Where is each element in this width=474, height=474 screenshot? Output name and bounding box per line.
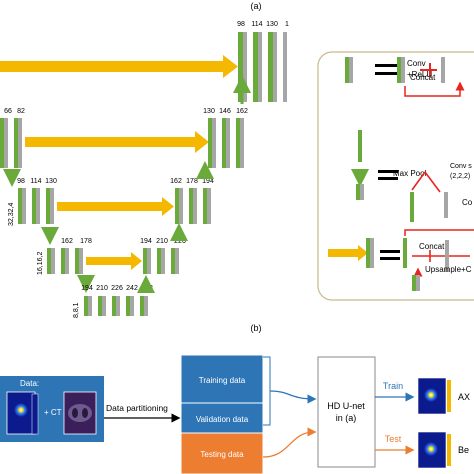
skip-arrow-head	[131, 252, 142, 270]
legend-concat: Concat	[410, 73, 436, 82]
channel-label: 82	[17, 108, 25, 115]
unet-level-2: 66 82 130 146 162	[0, 75, 251, 187]
output-2-label: Be	[458, 445, 469, 455]
feature-maps-top	[238, 32, 287, 102]
channel-label: 162	[170, 178, 182, 185]
unet-level-3: 32,32,4 98 114 130 162 178 194	[8, 161, 214, 245]
channel-label: 178	[186, 178, 198, 185]
train-label: Train	[383, 381, 403, 391]
channel-label: 1	[285, 21, 289, 28]
unet-level-1: 98 114 130 1	[0, 21, 289, 102]
channel-label: 66	[4, 108, 12, 115]
channel-label: 210	[96, 285, 108, 292]
split-arrow	[411, 171, 441, 193]
model-name: HD U-net	[327, 401, 365, 411]
channel-label: 98	[237, 21, 245, 28]
skip-arrow-shaft	[25, 137, 195, 147]
training-label: Training data	[199, 376, 246, 385]
legend-concat-2: Concat	[419, 242, 445, 251]
channel-label: 226	[111, 285, 123, 292]
channel-label: 210	[156, 238, 168, 245]
dimension-label: 8,8,1	[73, 302, 80, 318]
output-2: Be	[417, 431, 469, 469]
channel-label: 162	[236, 108, 248, 115]
legend-conv: Conv	[407, 59, 426, 68]
legend-conv-stride: Conv s	[450, 163, 472, 170]
channel-label: 130	[203, 108, 215, 115]
output-1: AX	[417, 377, 470, 415]
operations-legend: Conv +ReLU Concat Max Pool Conv s (2,2,2…	[317, 51, 474, 301]
skip-arrow-shaft	[57, 202, 162, 211]
plus-ct-label: + CT	[44, 408, 62, 417]
legend-upsample: Upsample+C	[425, 265, 472, 274]
output-1-label: AX	[458, 392, 470, 402]
testing-box	[180, 432, 264, 474]
skip-arrow-shaft	[0, 61, 223, 72]
data-label: Data:	[20, 379, 39, 388]
channel-label: 242	[126, 285, 138, 292]
validation-label: Validation data	[196, 415, 249, 424]
channel-label: 226	[174, 238, 186, 245]
test-path-arrow	[262, 427, 317, 458]
model-box-border	[317, 356, 376, 468]
channel-label: 162	[61, 238, 73, 245]
channel-label: 114	[30, 178, 41, 185]
dimension-label: 16,16,2	[37, 252, 44, 275]
channel-label: 194	[202, 178, 214, 185]
skip-arrow-head	[195, 131, 209, 153]
validation-box	[180, 402, 264, 434]
equals-sign	[375, 64, 397, 67]
legend-conv-partial: Co	[462, 198, 473, 207]
model-box: HD U-net in (a)	[317, 356, 376, 468]
data-input-box: Data: + CT	[0, 376, 104, 442]
testing-label: Testing data	[200, 450, 244, 459]
model-ref: in (a)	[336, 413, 357, 423]
panel-b-label: (b)	[251, 323, 262, 333]
channel-label: 114	[251, 21, 262, 28]
unet-bottleneck: 8,8,1 194 210 226 242 258	[73, 275, 155, 318]
channel-label: 130	[45, 178, 57, 185]
skip-arrow-shaft	[86, 257, 131, 265]
dataset-stack: Training data Validation data Testing da…	[180, 354, 271, 474]
channel-label: 178	[80, 238, 92, 245]
unet-level-4: 16,16,2 162 178 194 210 226	[37, 223, 188, 293]
legend-border	[317, 51, 474, 301]
panel-a-label: (a)	[251, 1, 262, 11]
legend-relu: +ReLU	[407, 70, 432, 79]
legend-maxpool: Max Pool	[393, 169, 427, 178]
skip-arrow-head	[162, 197, 174, 216]
test-label: Test	[385, 434, 402, 444]
dimension-label: 32,32,4	[8, 203, 15, 226]
channel-label: 130	[266, 21, 278, 28]
skip-arrow-head	[223, 55, 238, 78]
partition-label: Data partitioning	[106, 403, 168, 413]
channel-label: 146	[219, 108, 231, 115]
legend-stride-value: (2,2,2)	[450, 173, 470, 180]
train-path-arrow	[269, 390, 317, 404]
channel-label: 194	[81, 285, 93, 292]
channel-label: 98	[17, 178, 25, 185]
channel-label: 194	[140, 238, 152, 245]
